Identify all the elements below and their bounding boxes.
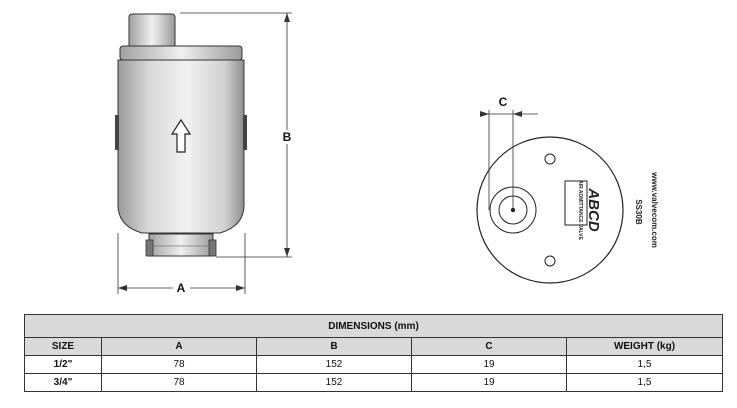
cell-b: 152 — [256, 373, 412, 392]
cell-c: 19 — [411, 373, 567, 392]
valve-top-outline — [476, 136, 624, 284]
flow-arrow-icon — [170, 118, 192, 153]
valve-grip-left — [115, 115, 119, 150]
valve-top-view: ABCD AIR ADMITTANCE VALVE SS30B www.valv… — [476, 95, 659, 284]
label-recess — [564, 180, 588, 226]
technical-drawing: B A ABCD AIR ADMITTANCE VALVE SS30B www.… — [115, 12, 659, 295]
header-c: C — [411, 337, 567, 356]
header-size: SIZE — [24, 337, 102, 356]
dimensions-table: DIMENSIONS (mm) SIZE A B C WEIGHT (kg) 1… — [24, 314, 723, 392]
product-stamp: ABCD AIR ADMITTANCE VALVE SS30B www.valv… — [577, 171, 659, 248]
stamp-website: www.valvecom.com — [650, 171, 659, 248]
dimension-label-c: C — [499, 95, 508, 109]
header-b: B — [256, 337, 412, 356]
stamp-code: SS30B — [634, 199, 643, 225]
table-title-row: DIMENSIONS (mm) — [24, 314, 723, 338]
table-row: 3/4" 78 152 19 1,5 — [24, 373, 723, 392]
valve-grip-right — [243, 115, 247, 150]
stamp-product: AIR ADMITTANCE VALVE — [577, 180, 583, 240]
screw-hole-top — [544, 153, 556, 165]
dimension-label-a: A — [177, 281, 186, 295]
cell-a: 78 — [101, 373, 257, 392]
cell-weight: 1,5 — [566, 355, 723, 374]
table-title: DIMENSIONS (mm) — [24, 314, 723, 338]
header-a: A — [101, 337, 257, 356]
dimension-label-b: B — [283, 130, 292, 144]
cell-size: 1/2" — [24, 355, 102, 374]
screw-hole-bottom — [544, 255, 556, 267]
cell-a: 78 — [101, 355, 257, 374]
valve-cap — [119, 45, 243, 61]
cell-c: 19 — [411, 355, 567, 374]
header-weight: WEIGHT (kg) — [566, 337, 723, 356]
table-row: 1/2" 78 152 19 1,5 — [24, 355, 723, 374]
stamp-brand: ABCD — [585, 187, 602, 231]
cell-b: 152 — [256, 355, 412, 374]
cell-weight: 1,5 — [566, 373, 723, 392]
valve-thread-connection — [148, 233, 214, 257]
table-header-row: SIZE A B C WEIGHT (kg) — [24, 337, 723, 356]
cell-size: 3/4" — [24, 373, 102, 392]
valve-top-nozzle — [128, 13, 176, 49]
valve-side-view: B A — [115, 12, 296, 295]
